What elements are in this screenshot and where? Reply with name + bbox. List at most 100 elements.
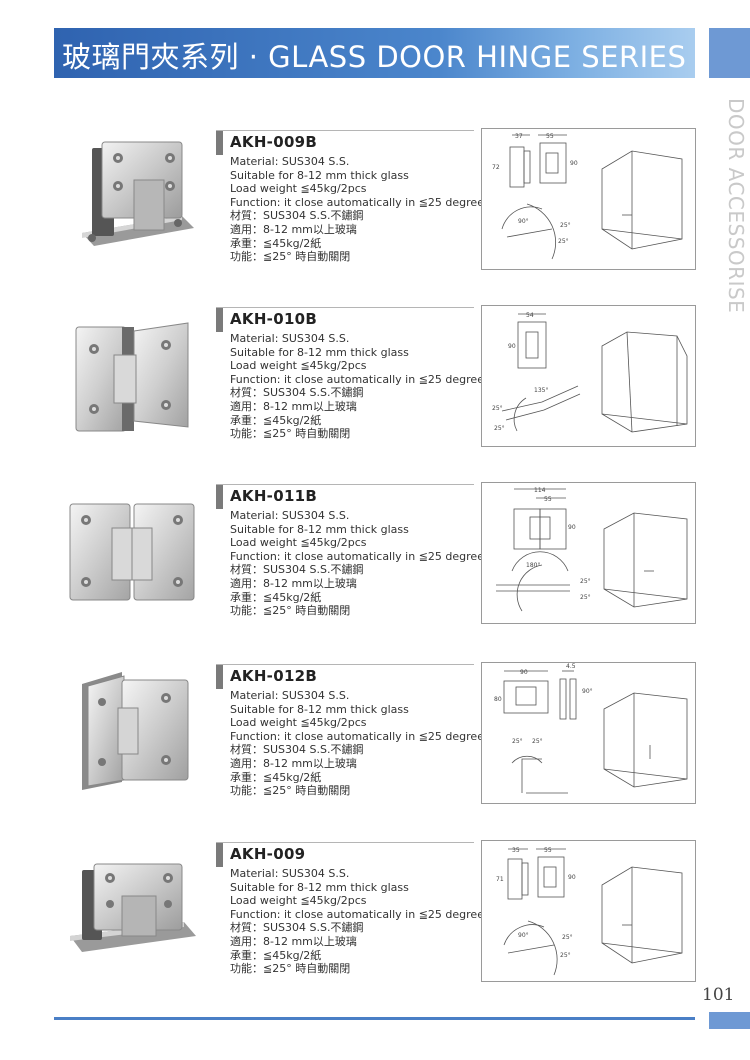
angle-label: 25° bbox=[532, 738, 543, 745]
spec-glass: Suitable for 8-12 mm thick glass bbox=[230, 345, 409, 359]
model-name: AKH-012B bbox=[230, 667, 318, 685]
dim-label: 55 bbox=[544, 496, 552, 503]
model-name: AKH-009 bbox=[230, 845, 306, 863]
angle-label: 90° bbox=[518, 932, 529, 939]
product-info: AKH-012B Material: SUS304 S.S. Suitable … bbox=[216, 662, 484, 798]
product-photo bbox=[62, 482, 202, 622]
model-name: AKH-011B bbox=[230, 487, 318, 505]
spec-load: Load weight ≦45kg/2pcs bbox=[230, 716, 367, 730]
spec-glass: Suitable for 8-12 mm thick glass bbox=[230, 880, 409, 894]
dim-label: 90 bbox=[568, 874, 576, 881]
spec-load: Load weight ≦45kg/2pcs bbox=[230, 536, 367, 550]
spec-load-zh: 承重：≦45kg/2紙 bbox=[230, 590, 322, 604]
spec-function-zh: 功能：≦25° 時自動關閉 bbox=[230, 962, 351, 976]
angle-label: 25° bbox=[580, 594, 591, 601]
product-akh-009: AKH-009 Material: SUS304 S.S. Suitable f… bbox=[0, 840, 750, 1000]
spec-list: Material: SUS304 S.S. Suitable for 8-12 … bbox=[216, 332, 484, 441]
spec-function: Function: it close automatically in ≦25 … bbox=[230, 907, 484, 921]
angle-label: 25° bbox=[580, 578, 591, 585]
product-info: AKH-011B Material: SUS304 S.S. Suitable … bbox=[216, 482, 484, 618]
dim-label: 90 bbox=[520, 669, 528, 676]
model-name: AKH-010B bbox=[230, 310, 318, 328]
spec-glass-zh: 適用：8-12 mm以上玻璃 bbox=[230, 222, 357, 236]
model-marker bbox=[216, 843, 223, 867]
spec-list: Material: SUS304 S.S. Suitable for 8-12 … bbox=[216, 867, 484, 976]
spec-function-zh: 功能：≦25° 時自動關閉 bbox=[230, 250, 351, 264]
angle-label: 25° bbox=[562, 934, 573, 941]
dim-label: 71 bbox=[496, 876, 504, 883]
dim-label: 54 bbox=[526, 312, 534, 319]
model-marker bbox=[216, 308, 223, 332]
spec-load: Load weight ≦45kg/2pcs bbox=[230, 894, 367, 908]
spec-load-zh: 承重：≦45kg/2紙 bbox=[230, 770, 322, 784]
model-header: AKH-009B bbox=[216, 130, 474, 155]
header-tab bbox=[709, 28, 750, 78]
model-marker bbox=[216, 485, 223, 509]
model-header: AKH-011B bbox=[216, 484, 474, 509]
model-header: AKH-009 bbox=[216, 842, 474, 867]
spec-function-zh: 功能：≦25° 時自動關閉 bbox=[230, 604, 351, 618]
product-photo bbox=[62, 840, 202, 980]
spec-glass-zh: 適用：8-12 mm以上玻璃 bbox=[230, 399, 357, 413]
product-akh-009b: AKH-009B Material: SUS304 S.S. Suitable … bbox=[0, 128, 750, 288]
technical-drawing: 37 55 72 90 90° 25° 25° bbox=[481, 128, 696, 270]
spec-material-zh: 材質：SUS304 S.S.不鏽鋼 bbox=[230, 386, 364, 400]
spec-glass: Suitable for 8-12 mm thick glass bbox=[230, 702, 409, 716]
spec-material-zh: 材質：SUS304 S.S.不鏽鋼 bbox=[230, 563, 364, 577]
product-akh-010b: AKH-010B Material: SUS304 S.S. Suitable … bbox=[0, 305, 750, 465]
footer-rule bbox=[54, 1017, 695, 1020]
dim-label: 90 bbox=[570, 160, 578, 167]
side-label: DOOR ACCESSORISE bbox=[724, 98, 748, 314]
dim-label: 90 bbox=[568, 524, 576, 531]
dim-label: 114 bbox=[534, 487, 546, 494]
angle-label: 25° bbox=[512, 738, 523, 745]
product-akh-011b: AKH-011B Material: SUS304 S.S. Suitable … bbox=[0, 482, 750, 642]
spec-function-zh: 功能：≦25° 時自動關閉 bbox=[230, 427, 351, 441]
spec-function-zh: 功能：≦25° 時自動關閉 bbox=[230, 784, 351, 798]
spec-material-zh: 材質：SUS304 S.S.不鏽鋼 bbox=[230, 921, 364, 935]
page-number: 101 bbox=[702, 985, 735, 1005]
spec-glass: Suitable for 8-12 mm thick glass bbox=[230, 168, 409, 182]
spec-material: Material: SUS304 S.S. bbox=[230, 155, 350, 168]
footer-tab bbox=[709, 1012, 750, 1029]
technical-drawing: 90 4.5 80 90° 25° 25° bbox=[481, 662, 696, 804]
spec-glass-zh: 適用：8-12 mm以上玻璃 bbox=[230, 756, 357, 770]
spec-material: Material: SUS304 S.S. bbox=[230, 332, 350, 345]
angle-label: 135° bbox=[534, 387, 548, 394]
product-photo bbox=[62, 128, 202, 268]
dim-label: 37 bbox=[515, 133, 523, 140]
technical-drawing: 114 55 90 180° 25° 25° bbox=[481, 482, 696, 624]
angle-label: 25° bbox=[492, 405, 503, 412]
spec-glass-zh: 適用：8-12 mm以上玻璃 bbox=[230, 576, 357, 590]
angle-label: 25° bbox=[560, 222, 571, 229]
spec-list: Material: SUS304 S.S. Suitable for 8-12 … bbox=[216, 509, 484, 618]
page-title: 玻璃門夾系列 · GLASS DOOR HINGE SERIES bbox=[62, 40, 687, 74]
dim-label: 90 bbox=[508, 343, 516, 350]
spec-glass-zh: 適用：8-12 mm以上玻璃 bbox=[230, 934, 357, 948]
model-marker bbox=[216, 665, 223, 689]
angle-label: 180° bbox=[526, 562, 540, 569]
spec-material: Material: SUS304 S.S. bbox=[230, 509, 350, 522]
product-info: AKH-010B Material: SUS304 S.S. Suitable … bbox=[216, 305, 484, 441]
model-marker bbox=[216, 131, 223, 155]
spec-load: Load weight ≦45kg/2pcs bbox=[230, 182, 367, 196]
model-header: AKH-010B bbox=[216, 307, 474, 332]
dim-label: 55 bbox=[546, 133, 554, 140]
spec-list: Material: SUS304 S.S. Suitable for 8-12 … bbox=[216, 689, 484, 798]
dim-label: 55 bbox=[544, 847, 552, 854]
spec-material: Material: SUS304 S.S. bbox=[230, 867, 350, 880]
product-info: AKH-009B Material: SUS304 S.S. Suitable … bbox=[216, 128, 484, 264]
technical-drawing: 54 90 135° 25° 25° bbox=[481, 305, 696, 447]
spec-list: Material: SUS304 S.S. Suitable for 8-12 … bbox=[216, 155, 484, 264]
spec-material-zh: 材質：SUS304 S.S.不鏽鋼 bbox=[230, 209, 364, 223]
product-photo bbox=[62, 662, 202, 802]
product-akh-012b: AKH-012B Material: SUS304 S.S. Suitable … bbox=[0, 662, 750, 822]
dim-label: 72 bbox=[492, 164, 500, 171]
spec-material: Material: SUS304 S.S. bbox=[230, 689, 350, 702]
spec-load-zh: 承重：≦45kg/2紙 bbox=[230, 948, 322, 962]
spec-load-zh: 承重：≦45kg/2紙 bbox=[230, 413, 322, 427]
model-name: AKH-009B bbox=[230, 133, 318, 151]
angle-label: 25° bbox=[494, 425, 505, 432]
product-info: AKH-009 Material: SUS304 S.S. Suitable f… bbox=[216, 840, 484, 976]
spec-material-zh: 材質：SUS304 S.S.不鏽鋼 bbox=[230, 743, 364, 757]
